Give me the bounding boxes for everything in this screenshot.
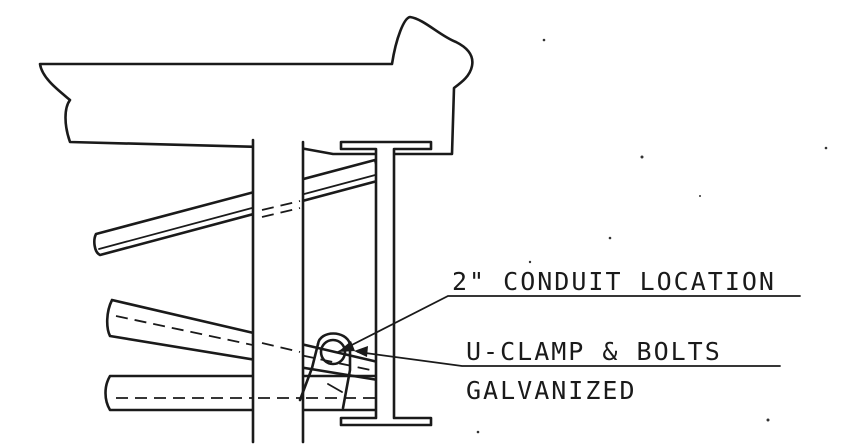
galvanized-label: GALVANIZED [466,376,637,405]
bottom-angle [104,374,385,412]
upper-angle-brace [93,158,383,257]
i-beam [339,140,433,427]
conduit-leader-arrow [338,341,355,352]
deck-slab [38,15,474,156]
print-specks [476,38,828,434]
clamp-leader-arrow [354,346,368,357]
clamp-leader [357,351,781,367]
u-clamp-bolts-label: U-CLAMP & BOLTS [466,337,722,366]
conduit-leader [337,295,801,353]
vertical-post [251,138,305,444]
conduit-circle [319,338,347,366]
hidden-brace-lines [258,342,301,399]
lower-angle-brace [105,298,381,382]
conduit-location-label: 2" CONDUIT LOCATION [452,267,776,296]
